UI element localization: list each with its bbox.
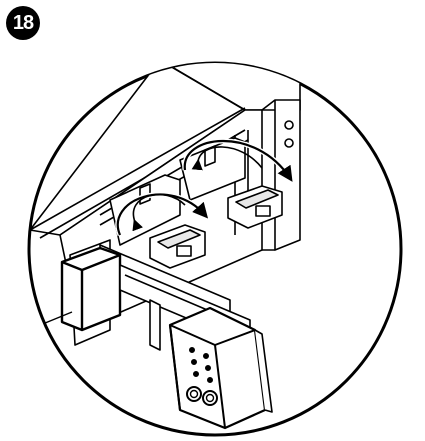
control-panel-module-icon — [168, 306, 273, 430]
step-number-badge: 18 — [6, 6, 40, 40]
module-block — [60, 246, 122, 332]
rotate-arrow-icon — [115, 138, 293, 236]
step-number: 18 — [12, 11, 34, 34]
